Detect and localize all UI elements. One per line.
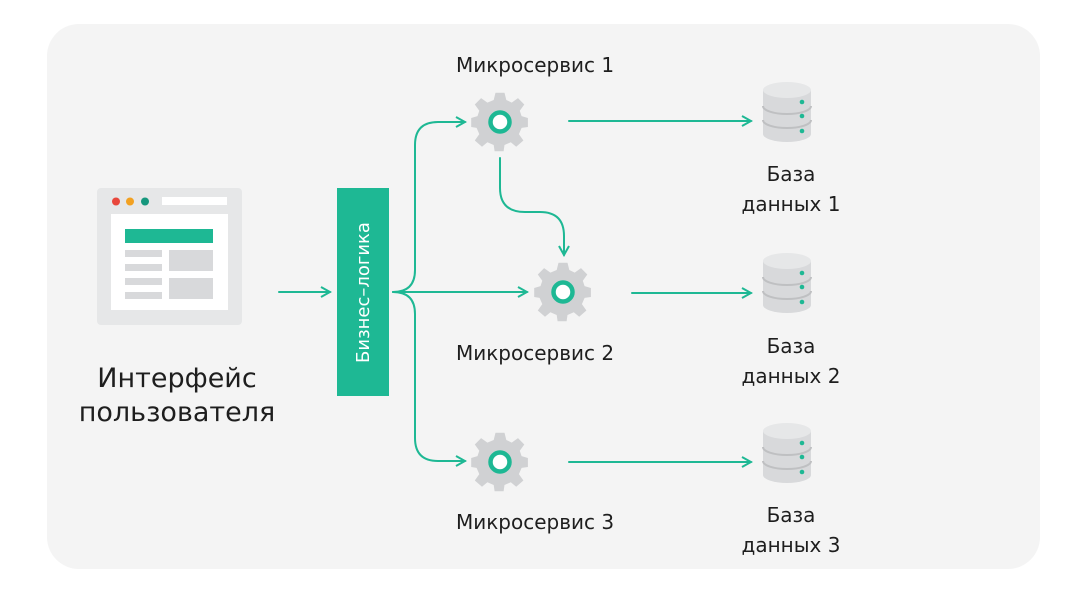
database-2-label-line1: База: [766, 334, 816, 358]
microservice-3-label: Микросервис 3: [455, 510, 615, 534]
database-2-label: База данных 2: [701, 331, 881, 391]
business-logic-box: [337, 188, 389, 396]
database-2-label-line2: данных 2: [741, 364, 841, 388]
microservice-1-label: Микросервис 1: [455, 53, 615, 77]
business-logic-label-wrap: Бизнес–логика: [337, 188, 389, 396]
business-logic-label: Бизнес–логика: [352, 221, 374, 363]
microservice-2-label: Микросервис 2: [455, 341, 615, 365]
database-1-label-line1: База: [766, 162, 816, 186]
gear-icon: [471, 93, 528, 152]
database-1-label-line2: данных 1: [741, 192, 841, 216]
database-icon: [762, 422, 812, 484]
database-3-label-line1: База: [766, 503, 816, 527]
user-interface-label: Интерфейс пользователя: [47, 362, 307, 430]
database-1-label: База данных 1: [701, 159, 881, 219]
arrow-ms1-to-ms2: [499, 157, 564, 255]
database-icon: [762, 81, 812, 143]
arrow-logic-to-ms3: [392, 291, 465, 461]
arrow-logic-to-ms1: [392, 122, 465, 293]
browser-window-icon: [97, 188, 242, 325]
database-3-label-line2: данных 3: [741, 533, 841, 557]
user-interface-label-line2: пользователя: [78, 397, 276, 428]
gear-icon: [471, 433, 528, 492]
gear-icon: [534, 263, 591, 322]
database-icon: [762, 252, 812, 314]
user-interface-label-line1: Интерфейс: [97, 363, 257, 394]
database-3-label: База данных 3: [701, 500, 881, 560]
